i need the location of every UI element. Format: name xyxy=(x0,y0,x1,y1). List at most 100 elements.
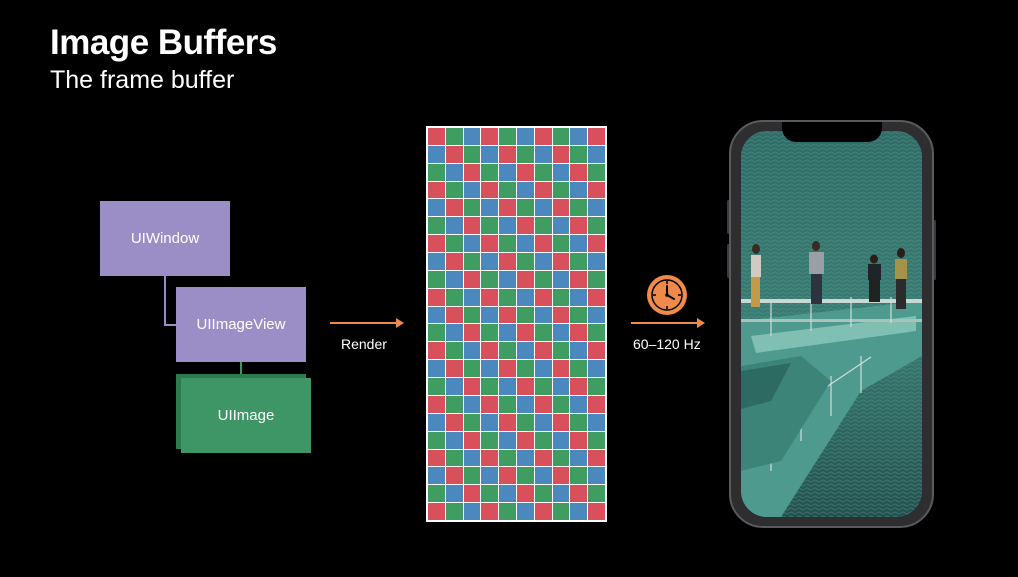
pixel-cell xyxy=(463,467,481,485)
pixel-cell xyxy=(570,449,588,467)
pixel-cell xyxy=(481,163,499,181)
pixel-cell xyxy=(552,288,570,306)
uiimageview-box: UIImageView xyxy=(176,287,306,362)
pixel-cell xyxy=(534,413,552,431)
pixel-cell xyxy=(463,306,481,324)
pixel-cell xyxy=(481,181,499,199)
pixel-cell xyxy=(552,413,570,431)
pixel-cell xyxy=(570,324,588,342)
pixel-cell xyxy=(588,181,605,199)
pixel-cell xyxy=(463,217,481,235)
pixel-cell xyxy=(428,467,445,485)
pixel-cell xyxy=(570,431,588,449)
pixel-cell xyxy=(428,270,445,288)
slide-title: Image Buffers xyxy=(50,23,277,62)
pixel-cell xyxy=(499,431,516,449)
window-to-imageview-connector xyxy=(164,276,166,326)
pixel-cell xyxy=(516,395,534,413)
pixel-cell xyxy=(428,378,445,395)
pixel-cell xyxy=(463,270,481,288)
pixel-cell xyxy=(481,342,499,360)
pixel-cell xyxy=(463,199,481,217)
pixel-cell xyxy=(552,503,570,520)
pixel-cell xyxy=(481,360,499,378)
pixel-cell xyxy=(463,235,481,253)
pixel-cell xyxy=(445,413,463,431)
pixel-cell xyxy=(445,503,463,520)
pixel-cell xyxy=(588,163,605,181)
pixel-cell xyxy=(588,431,605,449)
refresh-arrow xyxy=(631,318,705,328)
phone-volume-down xyxy=(727,244,730,278)
pixel-cell xyxy=(428,413,445,431)
pixel-cell xyxy=(463,503,481,520)
pixel-cell xyxy=(428,342,445,360)
pixel-cell xyxy=(428,181,445,199)
pixel-cell xyxy=(428,253,445,270)
pixel-cell xyxy=(428,485,445,503)
pixel-cell xyxy=(428,431,445,449)
pixel-cell xyxy=(481,288,499,306)
pixel-cell xyxy=(445,270,463,288)
pixel-cell xyxy=(445,324,463,342)
pixel-cell xyxy=(516,378,534,395)
pixel-cell xyxy=(481,378,499,395)
pixel-cell xyxy=(570,413,588,431)
pixel-cell xyxy=(516,324,534,342)
pixel-cell xyxy=(552,217,570,235)
pixel-cell xyxy=(463,145,481,163)
pixel-cell xyxy=(481,431,499,449)
pixel-cell xyxy=(463,324,481,342)
pixel-cell xyxy=(428,503,445,520)
clock-icon xyxy=(647,275,687,315)
pixel-cell xyxy=(588,199,605,217)
pixel-cell xyxy=(428,324,445,342)
pixel-cell xyxy=(552,431,570,449)
pixel-cell xyxy=(463,128,481,145)
pixel-cell xyxy=(516,235,534,253)
pixel-cell xyxy=(499,145,516,163)
pixel-cell xyxy=(481,413,499,431)
pixel-cell xyxy=(588,378,605,395)
pixel-cell xyxy=(588,306,605,324)
phone-screen xyxy=(741,131,922,517)
pixel-cell xyxy=(428,449,445,467)
pixel-cell xyxy=(516,145,534,163)
pixel-cell xyxy=(428,360,445,378)
pixel-cell xyxy=(588,395,605,413)
pixel-cell xyxy=(499,485,516,503)
pixel-cell xyxy=(481,449,499,467)
pixel-cell xyxy=(552,449,570,467)
pixel-cell xyxy=(534,467,552,485)
pixel-cell xyxy=(499,288,516,306)
pixel-cell xyxy=(570,145,588,163)
pixel-cell xyxy=(516,449,534,467)
pixel-cell xyxy=(534,270,552,288)
pixel-cell xyxy=(428,235,445,253)
pixel-cell xyxy=(445,378,463,395)
pixel-cell xyxy=(445,253,463,270)
pixel-cell xyxy=(481,324,499,342)
pixel-cell xyxy=(445,431,463,449)
pixel-cell xyxy=(463,378,481,395)
pixel-cell xyxy=(534,163,552,181)
pixel-cell xyxy=(552,395,570,413)
pixel-cell xyxy=(552,485,570,503)
pixel-cell xyxy=(499,342,516,360)
pixel-cell xyxy=(588,270,605,288)
pixel-cell xyxy=(499,163,516,181)
phone-side-button xyxy=(933,220,936,280)
pixel-cell xyxy=(445,199,463,217)
pixel-cell xyxy=(463,449,481,467)
pixel-cell xyxy=(552,163,570,181)
frame-buffer xyxy=(426,126,607,522)
pixel-cell xyxy=(481,253,499,270)
pixel-cell xyxy=(463,288,481,306)
iphone-icon xyxy=(729,120,934,528)
uiwindow-label: UIWindow xyxy=(130,230,200,247)
pixel-cell xyxy=(534,324,552,342)
pixel-cell xyxy=(534,235,552,253)
pixel-cell xyxy=(588,253,605,270)
pixel-cell xyxy=(481,145,499,163)
pixel-cell xyxy=(588,449,605,467)
